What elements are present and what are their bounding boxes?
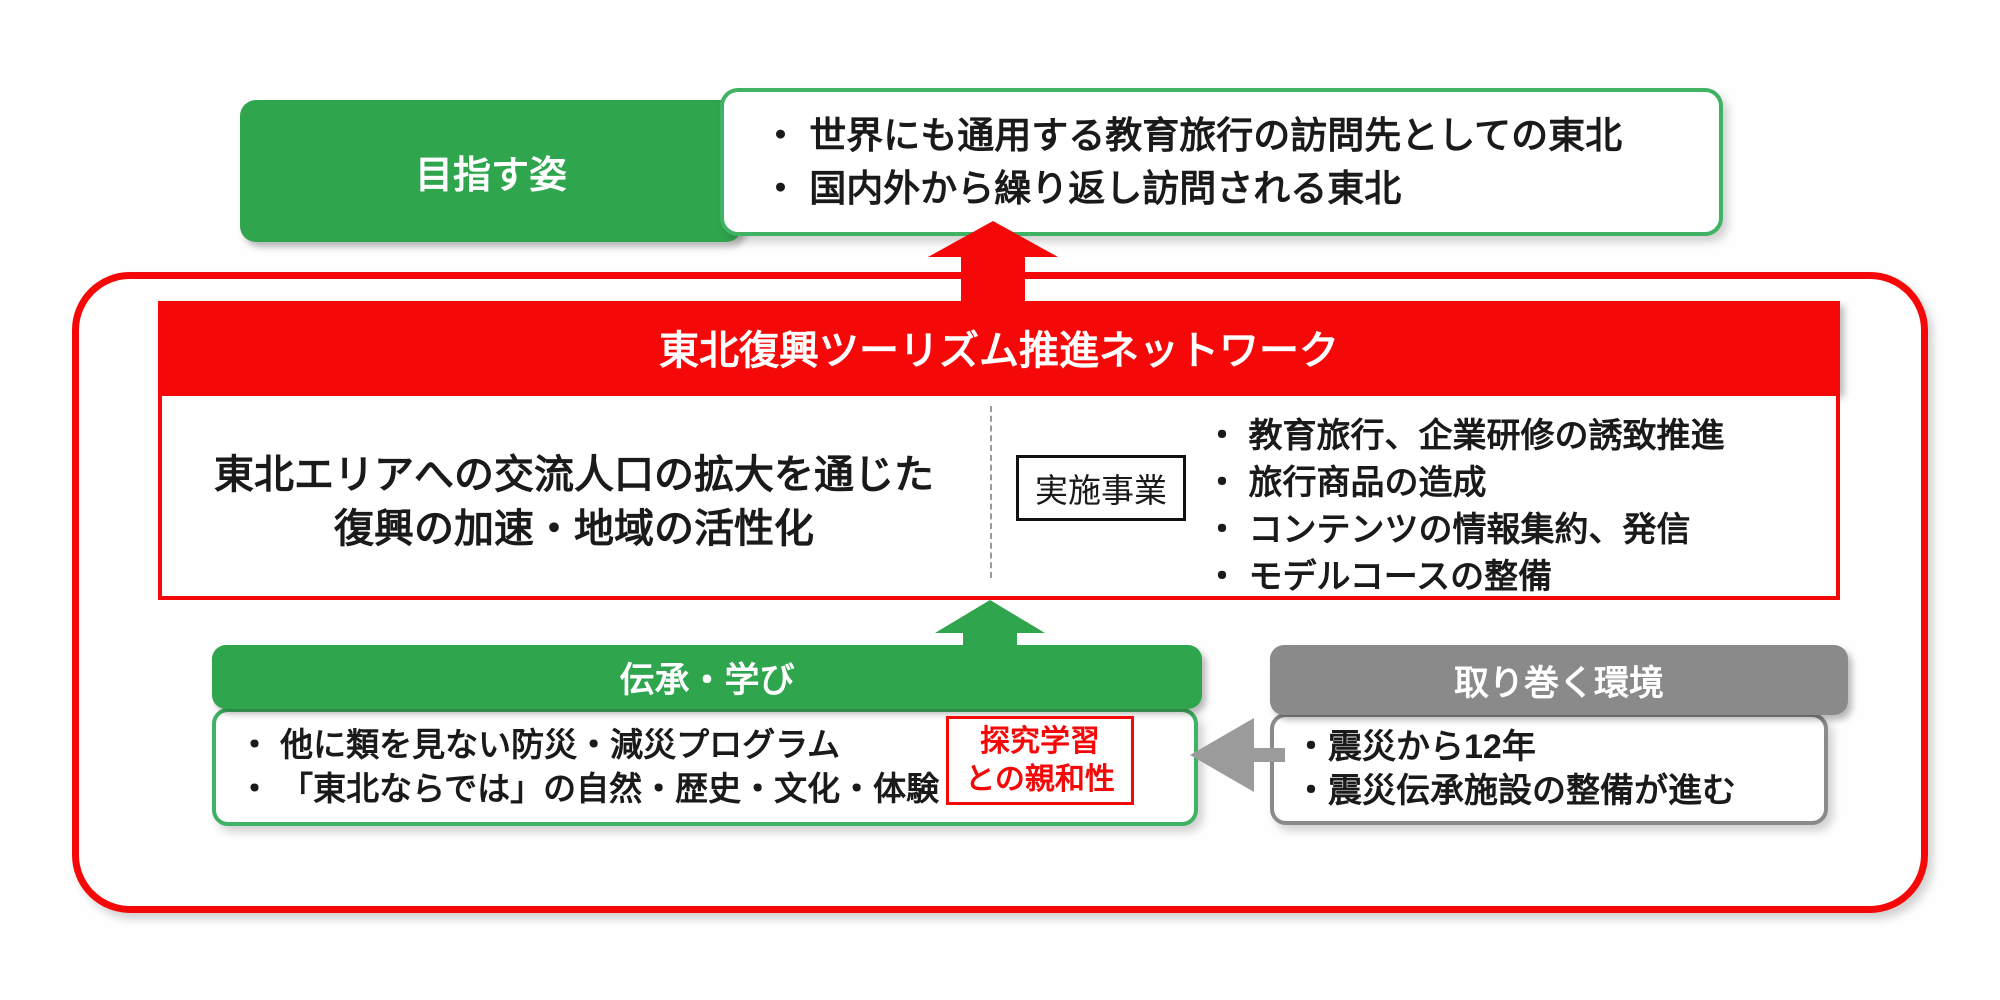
learning-header-text: 伝承・学び bbox=[619, 660, 795, 700]
goal-content-box: ・ 世界にも通用する教育旅行の訪問先としての東北 ・ 国内外から繰り返し訪問され… bbox=[720, 88, 1723, 236]
network-purpose-line-1: 東北エリアへの交流人口の拡大を通じた bbox=[214, 453, 934, 497]
learning-content-box: ・ 他に類を見ない防災・減災プログラム ・ 「東北ならでは」の自然・歴史・文化・… bbox=[212, 708, 1198, 826]
inquiry-highlight-line-1: 探究学習 bbox=[980, 724, 1100, 758]
projects-label-box: 実施事業 bbox=[1016, 455, 1186, 521]
projects-list: ・ 教育旅行、企業研修の誘致推進 ・ 旅行商品の造成 ・ コンテンツの情報集約、… bbox=[1205, 413, 1724, 601]
projects-label-text: 実施事業 bbox=[1035, 472, 1167, 509]
dotted-divider bbox=[990, 406, 992, 578]
inquiry-highlight-line-2: との親和性 bbox=[965, 762, 1115, 796]
environment-header-text: 取り巻く環境 bbox=[1453, 663, 1664, 703]
network-content-box bbox=[158, 392, 1840, 600]
goal-label-text: 目指す姿 bbox=[414, 154, 567, 197]
learning-header-bar: 伝承・学び bbox=[212, 645, 1202, 709]
learning-item-2: ・ 「東北ならでは」の自然・歴史・文化・体験 bbox=[238, 770, 940, 807]
network-title-text: 東北復興ツーリズム推進ネットワーク bbox=[659, 328, 1339, 373]
left-arrow-gray-icon bbox=[1190, 718, 1285, 792]
inquiry-learning-highlight-box: 探究学習 との親和性 bbox=[946, 716, 1134, 805]
network-purpose-line-2: 復興の加速・地域の活性化 bbox=[334, 507, 814, 551]
environment-header-bar: 取り巻く環境 bbox=[1270, 645, 1848, 715]
network-purpose: 東北エリアへの交流人口の拡大を通じた 復興の加速・地域の活性化 bbox=[178, 448, 970, 556]
learning-item-1: ・ 他に類を見ない防災・減災プログラム bbox=[238, 726, 841, 763]
environment-item-1: ・震災から12年 bbox=[1294, 728, 1536, 766]
goal-item-2: ・ 国内外から繰り返し訪問される東北 bbox=[762, 168, 1402, 209]
up-arrow-red-icon bbox=[928, 221, 1058, 306]
goal-label-box: 目指す姿 bbox=[240, 100, 742, 242]
network-title-bar: 東北復興ツーリズム推進ネットワーク bbox=[158, 301, 1840, 392]
up-arrow-green-icon bbox=[935, 600, 1045, 650]
environment-item-2: ・震災伝承施設の整備が進む bbox=[1294, 772, 1736, 810]
project-item-4: ・ モデルコースの整備 bbox=[1205, 558, 1553, 596]
project-item-2: ・ 旅行商品の造成 bbox=[1205, 464, 1487, 502]
environment-content-box: ・震災から12年 ・震災伝承施設の整備が進む bbox=[1270, 713, 1828, 825]
project-item-1: ・ 教育旅行、企業研修の誘致推進 bbox=[1205, 417, 1725, 455]
project-item-3: ・ コンテンツの情報集約、発信 bbox=[1205, 511, 1691, 549]
goal-item-1: ・ 世界にも通用する教育旅行の訪問先としての東北 bbox=[762, 115, 1623, 156]
